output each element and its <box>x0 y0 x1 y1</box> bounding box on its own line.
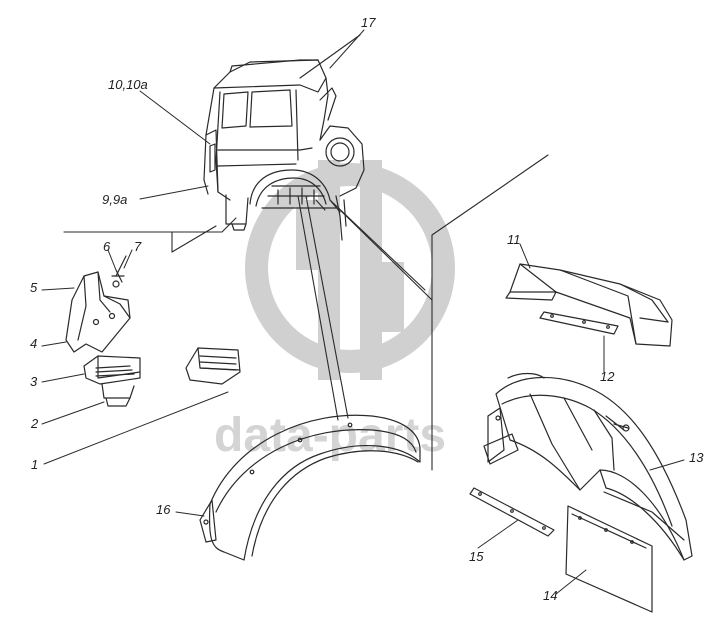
callout-1: 1 <box>31 457 39 472</box>
callout-4: 4 <box>30 336 38 351</box>
mudguard-16 <box>199 414 421 561</box>
callout-11: 11 <box>507 232 521 247</box>
callout-3: 3 <box>30 374 38 389</box>
strip-15 <box>469 487 555 537</box>
step-bracket-assembly <box>65 255 131 353</box>
step-plate-3 <box>83 355 141 407</box>
callout-leaders-left <box>41 29 365 465</box>
callout-6: 6 <box>103 239 111 254</box>
callout-16: 16 <box>156 502 171 517</box>
panel-11 <box>505 263 673 347</box>
mudguard-13 <box>483 372 693 561</box>
callout-5: 5 <box>30 280 38 295</box>
step-plate-1 <box>185 347 241 385</box>
callout-14: 14 <box>543 588 558 603</box>
connector-lines <box>63 34 549 471</box>
callout-2: 2 <box>31 416 39 431</box>
callout-9-9a: 9,9a <box>102 192 128 207</box>
callout-15: 15 <box>469 549 484 564</box>
truck-cab <box>203 59 365 241</box>
mud-flap-14 <box>565 505 653 613</box>
callout-leaders-right <box>175 243 685 595</box>
callout-17: 17 <box>361 15 376 30</box>
strip-12 <box>539 311 619 335</box>
callout-7: 7 <box>134 239 142 254</box>
callout-13: 13 <box>689 450 704 465</box>
callout-10-10a: 10,10a <box>108 77 148 92</box>
callout-12: 12 <box>600 369 615 384</box>
